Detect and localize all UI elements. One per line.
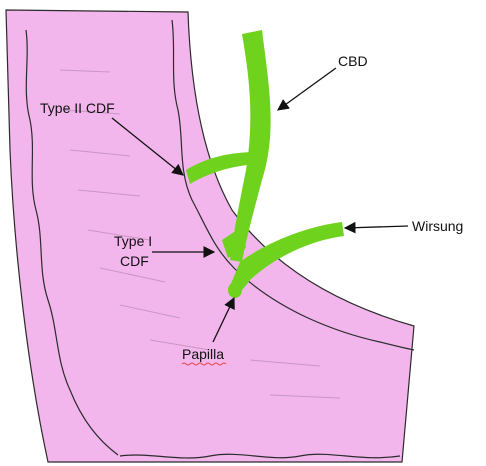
papilla-tip	[228, 282, 242, 298]
wirsung-arrow	[343, 221, 409, 234]
type2-cdf-arrow	[111, 117, 184, 176]
cbd-duct	[230, 30, 271, 262]
papilla-arrow	[212, 296, 235, 343]
papilla-label: Papilla	[182, 346, 224, 362]
type2-cdf-label: Type II CDF	[40, 100, 115, 116]
fold-line-inner	[171, 19, 415, 351]
fold-line-outer	[25, 29, 119, 456]
cbd-label: CBD	[338, 53, 368, 69]
spellcheck-underline	[181, 362, 227, 366]
type2-cdf-duct	[186, 152, 256, 184]
wirsung-duct	[230, 222, 344, 296]
faint-folds	[59, 69, 341, 399]
cbd-arrow	[277, 67, 337, 111]
type1-cdf-label-line2: CDF	[120, 253, 149, 269]
fold-line-bottom	[119, 453, 401, 459]
type1-cdf-label-line1: Type I	[114, 233, 152, 249]
wirsung-label: Wirsung	[412, 218, 463, 234]
type1-cdf-duct	[222, 228, 246, 258]
